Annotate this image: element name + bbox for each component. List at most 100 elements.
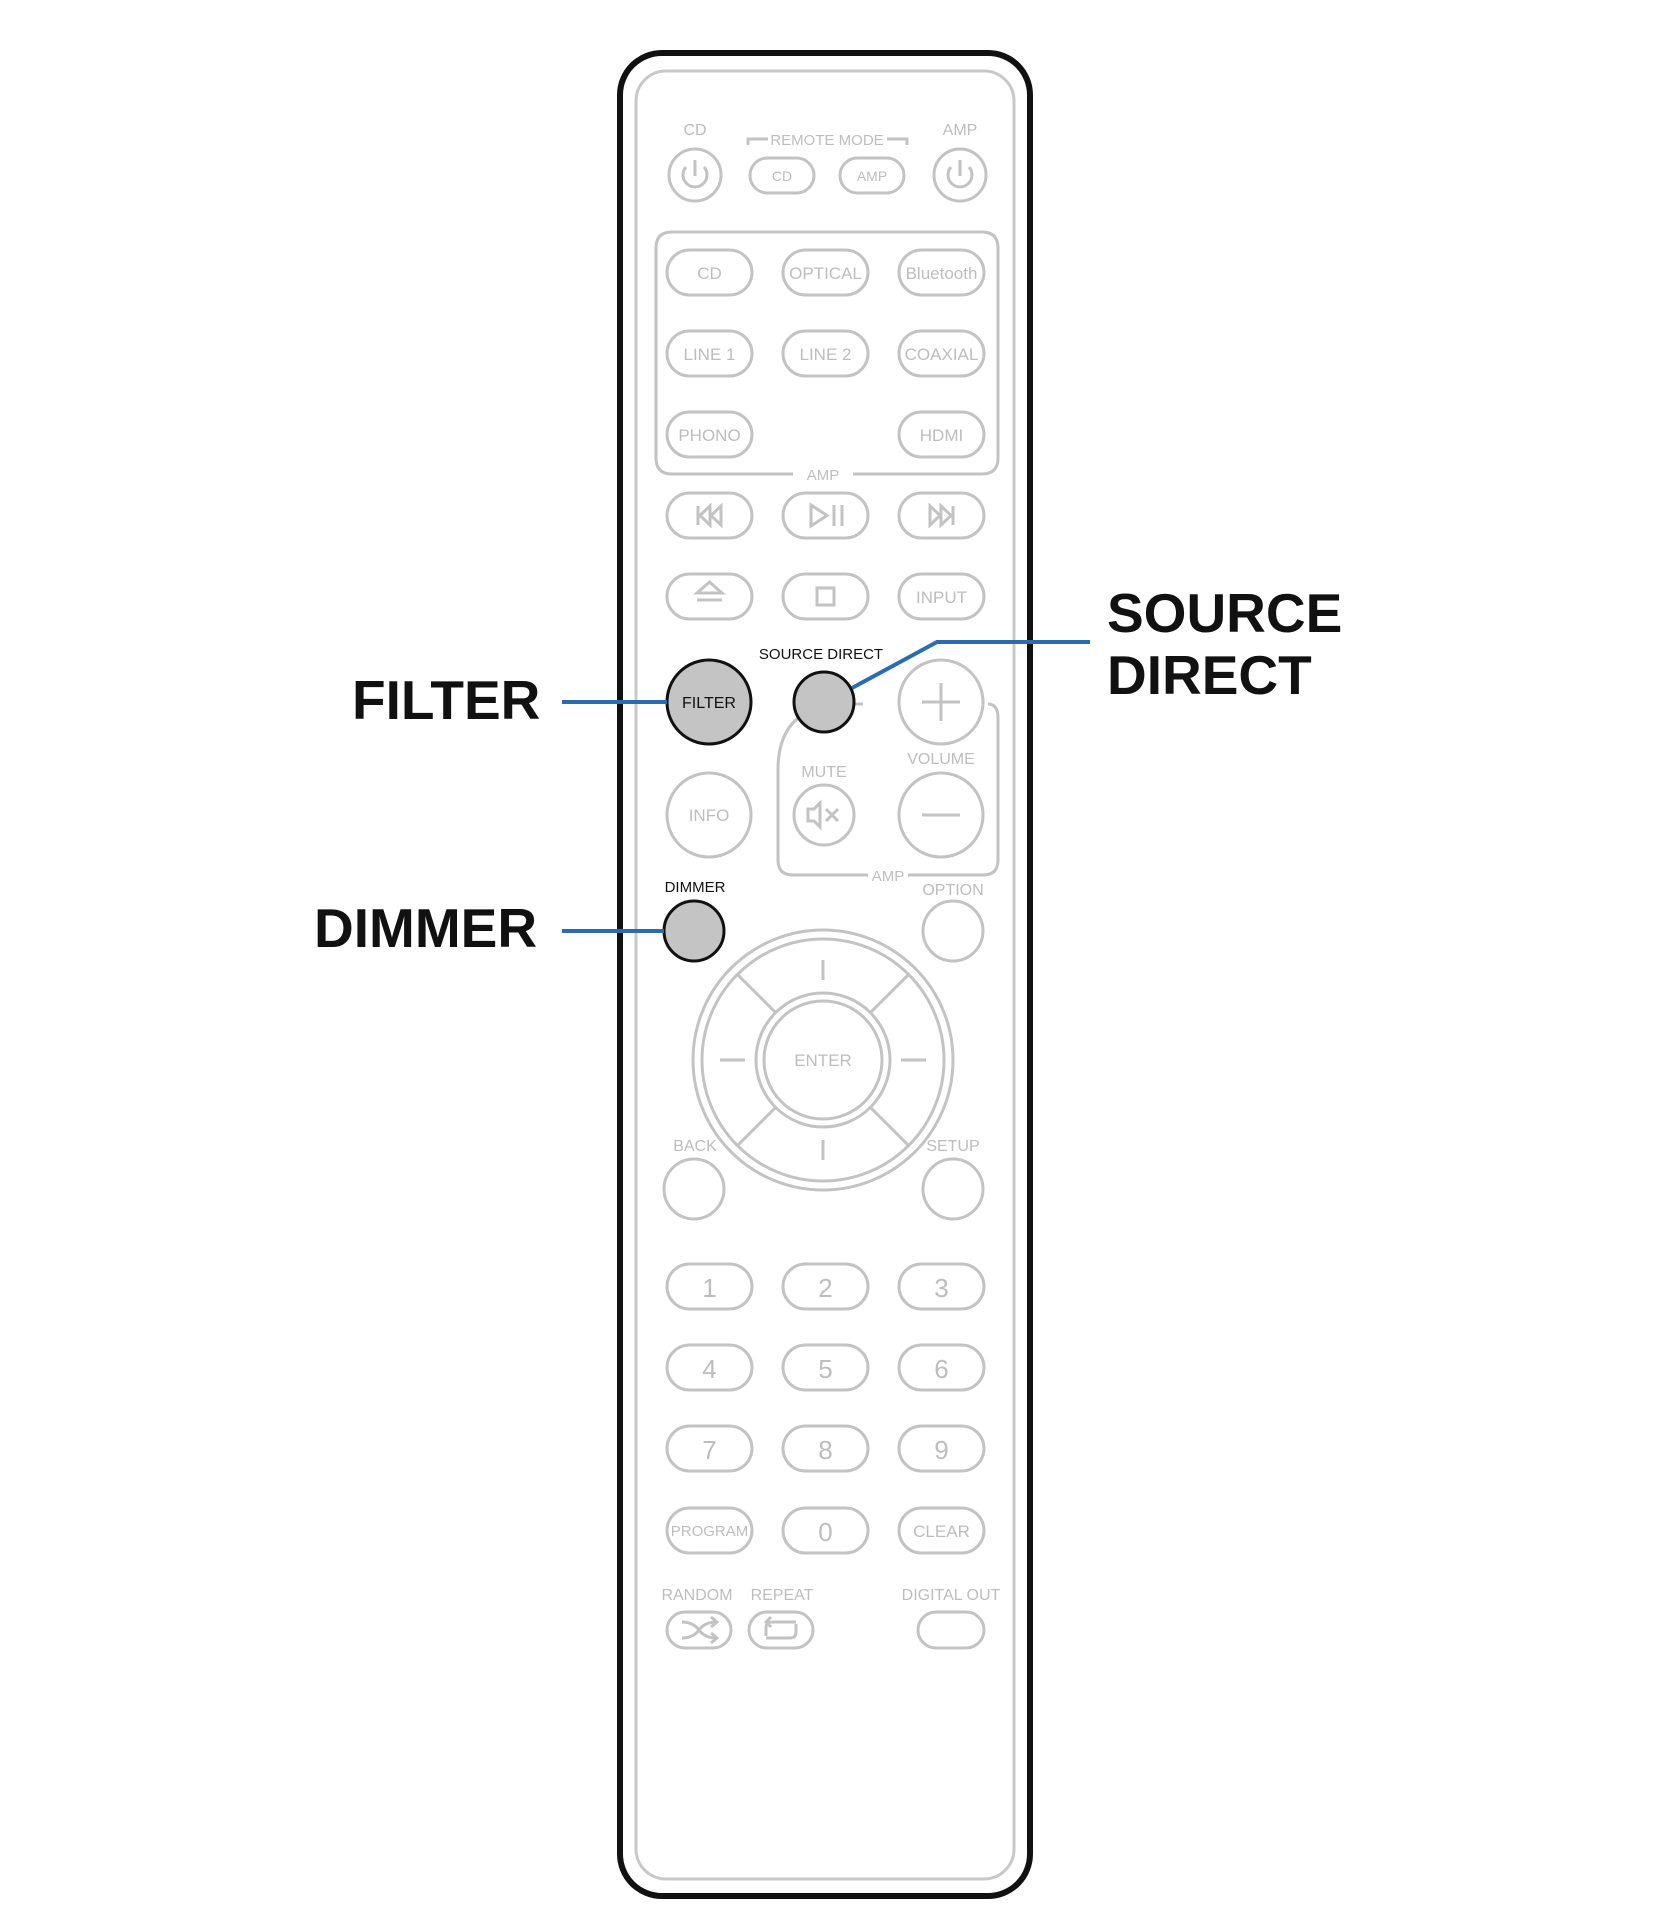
number-key-3-label: 3 <box>934 1273 948 1303</box>
digital-out-button[interactable] <box>916 1610 986 1650</box>
source-direct-callout-line2: DIRECT <box>1107 643 1312 706</box>
enter-button[interactable] <box>762 999 884 1121</box>
input-bluetooth-label: Bluetooth <box>906 264 978 283</box>
number-key-8-label: 8 <box>818 1435 832 1465</box>
source-direct-leader-line <box>851 640 1090 690</box>
input-hdmi-label: HDMI <box>920 426 963 445</box>
program-button[interactable] <box>665 1506 754 1555</box>
input-coaxial-label: COAXIAL <box>905 345 979 364</box>
dpad-divider-lr <box>869 1106 910 1147</box>
input-line2-button[interactable] <box>781 329 870 378</box>
dimmer-callout: DIMMER <box>314 897 538 959</box>
number-key-2[interactable] <box>781 1262 870 1311</box>
input-coaxial-button[interactable] <box>897 329 986 378</box>
number-key-6[interactable] <box>897 1343 986 1392</box>
number-key-3[interactable] <box>897 1262 986 1311</box>
skip-forward-icon <box>928 502 955 529</box>
remote-mode-bracket-left <box>746 137 768 145</box>
cd-power-label: CD <box>683 122 706 139</box>
input-hdmi-button[interactable] <box>897 410 986 459</box>
mute-label: MUTE <box>801 764 846 781</box>
number-key-5-label: 5 <box>818 1354 832 1384</box>
info-button[interactable] <box>665 771 753 859</box>
skip-forward-button[interactable] <box>897 491 986 540</box>
number-key-9[interactable] <box>897 1424 986 1473</box>
amp-power-icon <box>946 160 974 189</box>
number-key-9-label: 9 <box>934 1435 948 1465</box>
remote-mode-bracket-right <box>887 137 909 145</box>
remote-body-inner <box>634 69 1016 1881</box>
eject-icon <box>693 580 726 602</box>
input-group-frame <box>654 230 1000 476</box>
number-key-8[interactable] <box>781 1424 870 1473</box>
repeat-label: REPEAT <box>751 1587 814 1604</box>
filter-button-label: FILTER <box>682 695 736 712</box>
input-bluetooth-button[interactable] <box>897 248 986 297</box>
dpad-ring <box>700 937 946 1183</box>
info-label: INFO <box>689 806 730 825</box>
digital-out-label: DIGITAL OUT <box>902 1587 1001 1604</box>
volume-down-button[interactable] <box>897 771 985 859</box>
number-key-4[interactable] <box>665 1343 754 1392</box>
plus-icon <box>922 683 960 721</box>
mute-icon <box>806 799 840 831</box>
dimmer-button-label: DIMMER <box>665 879 726 896</box>
repeat-button[interactable] <box>747 1610 815 1650</box>
number-key-0[interactable] <box>781 1506 870 1555</box>
remote-mode-cd-button[interactable] <box>748 156 816 195</box>
clear-label: CLEAR <box>913 1522 970 1541</box>
enter-button-outer[interactable] <box>754 991 892 1129</box>
input-line1-button[interactable] <box>665 329 754 378</box>
skip-back-button[interactable] <box>665 491 754 540</box>
source-direct-callout: SOURCE DIRECT <box>1107 582 1343 706</box>
shuffle-icon <box>681 1615 720 1645</box>
remote-mode-amp-button[interactable] <box>838 156 906 195</box>
source-direct-callout-line1: SOURCE <box>1107 582 1343 644</box>
play-pause-button[interactable] <box>781 491 870 540</box>
number-key-7[interactable] <box>665 1424 754 1473</box>
source-direct-button-label: SOURCE DIRECT <box>759 646 883 663</box>
input-cd-button[interactable] <box>665 248 754 297</box>
remote-body-outer <box>617 50 1033 1899</box>
amp-power-label: AMP <box>943 122 978 139</box>
remote-mode-label: REMOTE MODE <box>770 132 883 149</box>
remote-mode-amp-label: AMP <box>857 168 887 184</box>
setup-button[interactable] <box>921 1157 985 1221</box>
skip-back-icon <box>696 502 723 529</box>
input-select-button[interactable] <box>897 572 986 621</box>
option-label: OPTION <box>922 882 983 899</box>
amp-power-button[interactable] <box>932 147 988 203</box>
number-key-1-label: 1 <box>702 1273 716 1303</box>
back-button[interactable] <box>662 1157 726 1221</box>
cd-power-icon <box>681 160 709 189</box>
dpad-ring-outer <box>691 928 955 1192</box>
dimmer-button[interactable] <box>662 899 726 963</box>
volume-group-label: AMP <box>872 868 905 885</box>
remote-mode-cd-label: CD <box>772 168 792 184</box>
input-phono-button[interactable] <box>665 410 754 459</box>
repeat-icon <box>763 1615 798 1640</box>
input-phono-label: PHONO <box>678 426 740 445</box>
number-key-1[interactable] <box>665 1262 754 1311</box>
setup-label: SETUP <box>926 1138 979 1155</box>
stop-button[interactable] <box>781 572 870 621</box>
input-optical-button[interactable] <box>781 248 870 297</box>
source-direct-button[interactable] <box>792 670 856 734</box>
number-key-7-label: 7 <box>702 1435 716 1465</box>
number-key-5[interactable] <box>781 1343 870 1392</box>
eject-button[interactable] <box>665 572 754 621</box>
option-button[interactable] <box>921 899 985 963</box>
random-label: RANDOM <box>661 1587 732 1604</box>
clear-button[interactable] <box>897 1506 986 1555</box>
input-group-label: AMP <box>807 467 840 484</box>
play-pause-icon <box>809 502 844 529</box>
cd-power-button[interactable] <box>667 147 723 203</box>
random-button[interactable] <box>665 1610 733 1650</box>
number-key-0-label: 0 <box>818 1517 832 1547</box>
mute-button[interactable] <box>792 783 856 847</box>
volume-label: VOLUME <box>907 751 975 768</box>
number-key-6-label: 6 <box>934 1354 948 1384</box>
back-label: BACK <box>673 1138 717 1155</box>
enter-label: ENTER <box>794 1051 852 1070</box>
